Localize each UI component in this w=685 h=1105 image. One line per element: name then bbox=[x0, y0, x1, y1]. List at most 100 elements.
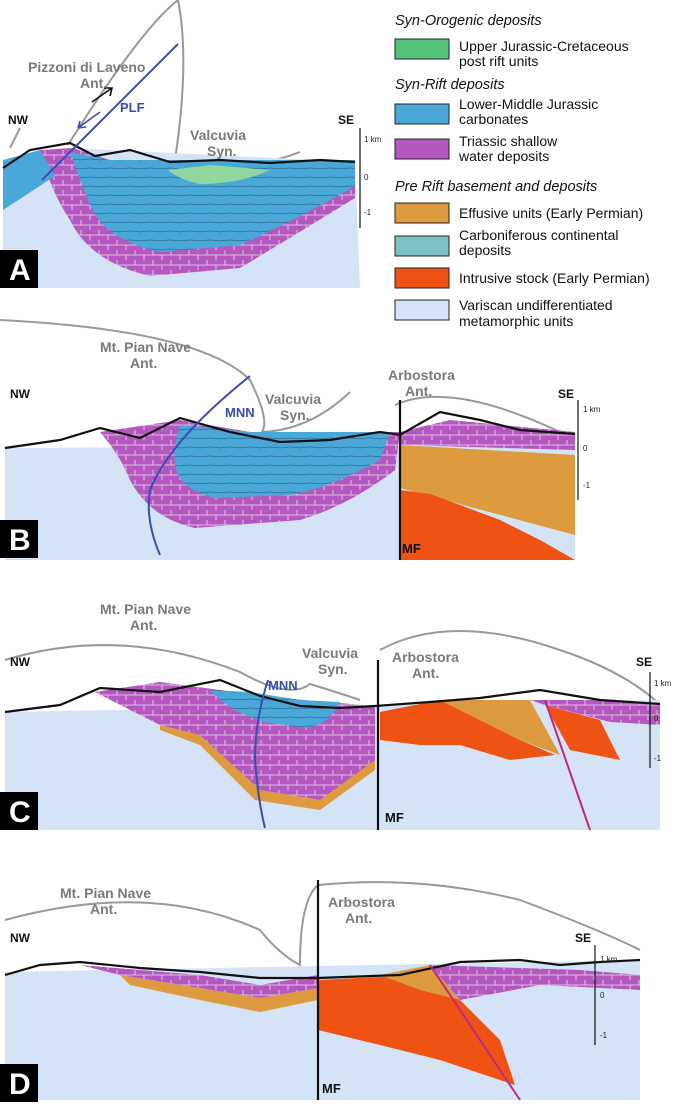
effusive-unit bbox=[380, 965, 460, 1000]
mnn-fault bbox=[147, 375, 251, 556]
legend-swatch-effusive bbox=[394, 202, 450, 224]
legend-label: deposits bbox=[459, 242, 511, 258]
effusive-unit bbox=[160, 725, 375, 810]
structure-label: Valcuvia bbox=[302, 645, 358, 661]
structure-label: Mt. Pian Nave bbox=[60, 885, 151, 901]
legend-swatch-triassic bbox=[394, 138, 450, 160]
effusive-unit bbox=[120, 975, 318, 1012]
legend-label: Intrusive stock (Early Permian) bbox=[459, 270, 650, 286]
legend-swatch-basement bbox=[394, 299, 450, 321]
scale-label: 1 km bbox=[364, 135, 382, 144]
eroded-profile bbox=[4, 630, 656, 701]
triassic-unit bbox=[400, 420, 575, 450]
fault-label: MF bbox=[402, 541, 421, 556]
legend-label: Triassic shallow bbox=[459, 133, 558, 149]
structure-label: Ant. bbox=[90, 901, 117, 917]
panel-letter-box bbox=[0, 520, 38, 558]
section-d: MF Mt. Pian Nave Ant. Arbostora Ant. NW … bbox=[0, 880, 641, 1102]
triassic-unit bbox=[530, 700, 660, 725]
section-b: MNN MF Mt. Pian Nave Ant. Valcuvia Syn. … bbox=[0, 319, 601, 560]
intrusive-unit bbox=[400, 490, 575, 560]
structure-label: Ant. bbox=[405, 383, 432, 399]
scale-label: -1 bbox=[364, 208, 372, 217]
legend-swatch-carboniferous bbox=[394, 235, 450, 257]
scale-label: 0 bbox=[364, 173, 369, 182]
legend: Syn-Orogenic deposits Upper Jurassic-Cre… bbox=[394, 13, 650, 329]
structure-label: Mt. Pian Nave bbox=[100, 339, 191, 355]
panel-letter-box bbox=[0, 792, 38, 830]
scale-label: 1 km bbox=[654, 679, 672, 688]
structure-label: Pizzoni di Laveno bbox=[28, 59, 145, 75]
legend-label: carbonates bbox=[459, 111, 528, 127]
nw-label: NW bbox=[10, 387, 31, 401]
structure-label: Arbostora bbox=[328, 894, 395, 910]
intrusive-unit bbox=[545, 705, 620, 760]
structure-label: Mt. Pian Nave bbox=[100, 601, 191, 617]
scale-label: 0 bbox=[654, 714, 659, 723]
legend-label: post rift units bbox=[459, 53, 538, 69]
scale-label: 0 bbox=[583, 444, 588, 453]
structure-label: Syn. bbox=[318, 661, 348, 677]
topography bbox=[2, 141, 356, 169]
structure-label: Ant. bbox=[80, 75, 107, 91]
se-label: SE bbox=[575, 931, 591, 945]
fault-arrow bbox=[77, 111, 101, 129]
structure-label: Ant. bbox=[412, 665, 439, 681]
section-c: MNN MF Mt. Pian Nave Ant. Valcuvia Syn. … bbox=[0, 601, 672, 831]
cretaceous-unit bbox=[168, 165, 270, 184]
legend-swatch-jurassic bbox=[394, 103, 450, 125]
legend-label: Effusive units (Early Permian) bbox=[459, 205, 643, 221]
legend-label: Upper Jurassic-Cretaceous bbox=[459, 38, 629, 54]
structure-label: Valcuvia bbox=[265, 391, 321, 407]
se-label: SE bbox=[636, 655, 652, 669]
panel-letter-box bbox=[0, 1064, 38, 1102]
fault-label: MNN bbox=[225, 405, 255, 420]
triassic-unit bbox=[80, 965, 318, 998]
panel-letter: C bbox=[9, 796, 31, 829]
legend-heading-syn-orogenic: Syn-Orogenic deposits bbox=[395, 13, 542, 29]
panel-letter: B bbox=[9, 524, 31, 557]
triassic-unit bbox=[430, 965, 640, 1000]
legend-label: Lower-Middle Jurassic bbox=[459, 96, 598, 112]
scale-label: 0 bbox=[600, 991, 605, 1000]
effusive-unit bbox=[400, 445, 575, 535]
se-label: SE bbox=[558, 387, 574, 401]
fault-label: MF bbox=[385, 810, 404, 825]
structure-label: Valcuvia bbox=[190, 127, 246, 143]
legend-swatch-intrusive bbox=[394, 267, 450, 289]
legend-label: Variscan undifferentiated bbox=[459, 297, 613, 313]
structure-label: Arbostora bbox=[392, 649, 459, 665]
legend-label: metamorphic units bbox=[459, 313, 573, 329]
intrusive-unit bbox=[318, 975, 515, 1085]
fault-line bbox=[544, 699, 591, 831]
structure-label: Ant. bbox=[130, 355, 157, 371]
panel-letter-box bbox=[0, 250, 38, 288]
legend-label: water deposits bbox=[458, 148, 549, 164]
topography bbox=[4, 410, 576, 450]
fault-arrow bbox=[91, 87, 114, 103]
fault-label: PLF bbox=[120, 100, 145, 115]
nw-label: NW bbox=[10, 655, 31, 669]
nw-label: NW bbox=[10, 931, 31, 945]
topography bbox=[4, 678, 661, 714]
mnn-fault bbox=[253, 679, 269, 829]
scale-label: -1 bbox=[583, 481, 591, 490]
plf-fault bbox=[41, 43, 179, 181]
jurassic-unit bbox=[210, 690, 340, 728]
structure-label: Syn. bbox=[207, 143, 237, 159]
scale-label: 1 km bbox=[583, 405, 601, 414]
eroded-profile bbox=[4, 881, 641, 967]
eroded-profile bbox=[0, 319, 561, 434]
legend-heading-syn-rift: Syn-Rift deposits bbox=[395, 77, 505, 93]
fault-line bbox=[429, 964, 521, 1101]
jurassic-unit bbox=[174, 425, 390, 498]
fault-label: MNN bbox=[268, 678, 298, 693]
structure-label: Syn. bbox=[280, 407, 310, 423]
panel-letter: A bbox=[9, 254, 31, 287]
legend-swatch-cretaceous bbox=[394, 38, 450, 60]
effusive-unit bbox=[440, 700, 560, 755]
carboniferous-unit bbox=[3, 150, 55, 210]
eroded-profile bbox=[9, 0, 301, 167]
panel-letter: D bbox=[9, 1068, 31, 1101]
